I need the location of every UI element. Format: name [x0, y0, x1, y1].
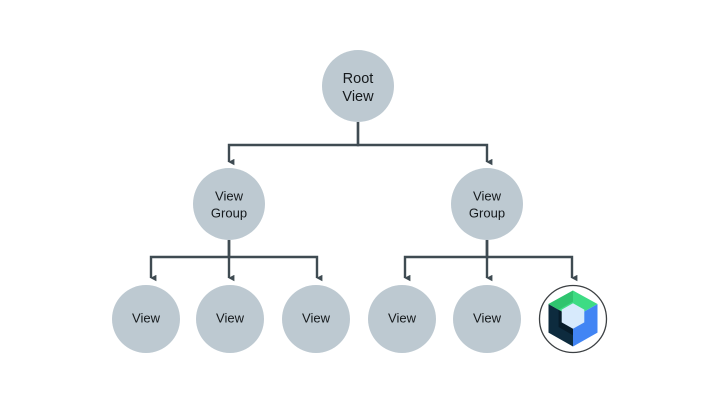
node-label: View — [302, 310, 331, 325]
node-view-group-left[interactable]: View Group — [193, 168, 265, 240]
edge-viewgroup-right-to-compose — [485, 240, 578, 282]
edges-layer — [149, 122, 578, 282]
jetpack-compose-logo — [548, 290, 598, 347]
node-label: View — [132, 310, 161, 325]
node-label-line-2: View — [342, 89, 374, 105]
edge-viewgroup-right-to-view-4 — [403, 240, 489, 282]
edge-viewgroup-left-to-view-3 — [227, 240, 323, 282]
nodes-layer: Root View View Group View Group View — [112, 50, 608, 354]
node-view-2[interactable]: View — [196, 285, 264, 353]
compose-face-top-bevel — [548, 290, 573, 310]
node-label-line-1: Root — [343, 71, 374, 87]
node-root-view[interactable]: Root View — [322, 50, 394, 122]
node-view-3[interactable]: View — [282, 285, 350, 353]
node-circle — [451, 168, 523, 240]
node-view-1[interactable]: View — [112, 285, 180, 353]
node-view-5[interactable]: View — [453, 285, 521, 353]
node-label-line-1: View — [215, 188, 244, 203]
edge-root-to-viewgroup-left — [227, 122, 360, 166]
edge-viewgroup-left-to-view-1 — [149, 240, 231, 282]
edge-root-to-viewgroup-right — [356, 122, 493, 166]
node-label-line-2: Group — [211, 205, 247, 220]
node-view-4[interactable]: View — [368, 285, 436, 353]
node-label: View — [473, 310, 502, 325]
node-view-group-right[interactable]: View Group — [451, 168, 523, 240]
node-circle — [282, 285, 350, 353]
node-circle — [196, 285, 264, 353]
node-label-line-2: Group — [469, 205, 505, 220]
node-circle — [193, 168, 265, 240]
node-label-line-1: View — [473, 188, 502, 203]
node-label: View — [216, 310, 245, 325]
compose-core-hexagon — [561, 303, 585, 329]
node-circle — [112, 285, 180, 353]
node-label: View — [388, 310, 417, 325]
node-circle — [322, 50, 394, 122]
node-circle — [453, 285, 521, 353]
node-circle — [368, 285, 436, 353]
node-compose[interactable] — [538, 284, 608, 354]
